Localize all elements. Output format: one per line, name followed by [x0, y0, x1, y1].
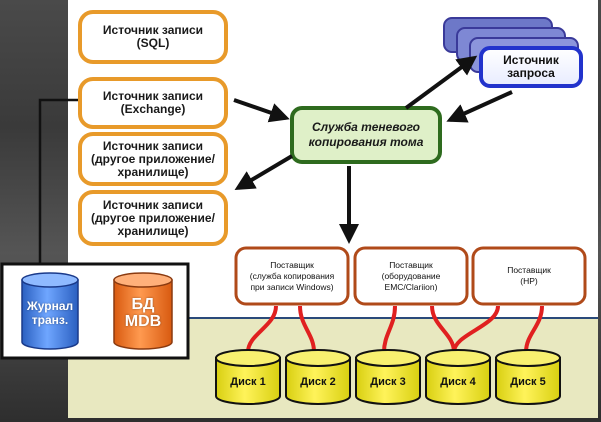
arrow-vss-to-requester	[404, 55, 478, 110]
exchange-link-line	[38, 98, 78, 264]
provider-label-hp: Поставщик (HP)	[507, 265, 551, 286]
disk-4	[425, 349, 491, 405]
disk-label-2: Диск 2	[300, 376, 336, 388]
arrow-vss-to-other-1	[234, 154, 294, 191]
provider-box-hp	[471, 246, 587, 306]
disk-2	[285, 349, 351, 405]
disk-label-3: Диск 3	[370, 376, 406, 388]
provider-label-emc: Поставщик (оборудование EMC/Clariion)	[381, 259, 441, 292]
vss-box	[290, 106, 442, 164]
disk-connectors	[246, 305, 544, 353]
provider-label-windows: Поставщик (служба копирования при записи…	[249, 259, 335, 292]
disk-1	[215, 349, 281, 405]
source-box-exchange	[78, 77, 228, 129]
source-box-other-1	[78, 132, 228, 186]
requester-label: Источник запроса	[503, 53, 559, 80]
arrows	[233, 55, 513, 244]
source-label-exchange: Источник записи (Exchange)	[102, 89, 204, 116]
provider-box-windows	[234, 246, 350, 306]
source-box-other-2	[78, 190, 228, 246]
requester-box	[479, 46, 583, 88]
source-label-sql: Источник записи (SQL)	[102, 23, 204, 50]
disk-3	[355, 349, 421, 405]
disk-label-4: Диск 4	[440, 376, 476, 388]
mdb-label: БД MDB	[124, 296, 162, 330]
arrow-exchange-to-vss	[233, 98, 290, 123]
journal-label: Журнал транз.	[26, 299, 74, 327]
provider-box-emc	[353, 246, 469, 306]
disk-label-5: Диск 5	[510, 376, 546, 388]
source-box-sql	[78, 10, 228, 64]
disk-label-1: Диск 1	[230, 376, 266, 388]
disk-5	[495, 349, 561, 405]
requester-stack	[443, 17, 583, 88]
mdb-cylinder	[113, 272, 173, 350]
journal-cylinder	[21, 272, 79, 350]
vss-label: Служба теневого копирования тома	[308, 120, 424, 149]
source-label-other-2: Источник записи (другое приложение/ хран…	[91, 197, 215, 238]
source-label-other-1: Источник записи (другое приложение/ хран…	[91, 138, 215, 179]
arrow-requester-to-vss	[446, 90, 513, 123]
